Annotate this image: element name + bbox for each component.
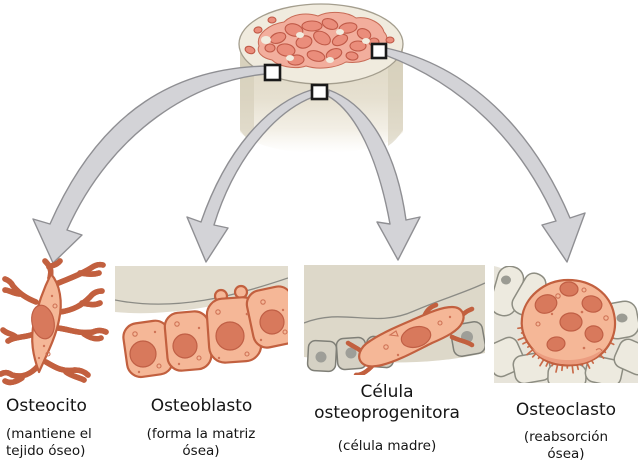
celula-osteoprogenitora-illustration <box>304 265 485 375</box>
osteoblast-cells <box>122 284 288 379</box>
arrow-to-osteoblasto <box>186 89 314 263</box>
marrow-spaces <box>261 29 370 63</box>
cell-lobe <box>233 284 249 300</box>
osteoclast-shading <box>532 348 604 365</box>
osteoblast-speckles <box>132 299 288 374</box>
marker-square-left <box>263 63 282 82</box>
osteoclasto-illustration <box>494 266 638 383</box>
osteocyte-nucleus <box>31 304 55 340</box>
osteocyte-speckles <box>37 294 58 360</box>
osteoprogenitor-speckles <box>383 315 452 357</box>
desc-osteocito: (mantiene el tejido óseo) <box>6 426 92 459</box>
bone-overview-and-arrows <box>32 3 586 264</box>
label-osteoblasto: Osteoblasto <box>150 396 253 416</box>
desc-osteoblasto: (forma la matriz ósea) <box>146 426 256 459</box>
desc-osteoclasto: (reabsorción ósea) <box>523 429 609 462</box>
marker-square-bottom <box>310 83 329 101</box>
osteoclast-nuclei <box>534 281 604 352</box>
osteoblasto-illustration <box>115 266 288 379</box>
osteoclast-speckles <box>535 287 609 352</box>
matrix-boundary-line <box>304 282 485 324</box>
desc-celula-osteoprogenitora: (célula madre) <box>337 438 437 454</box>
label-osteocito: Osteocito <box>6 396 87 416</box>
bone-spicules <box>494 266 638 383</box>
osteoblast-nucleus <box>215 321 245 351</box>
osteoprogenitor-nucleus <box>400 325 432 349</box>
matrix-boundary-line <box>115 277 288 305</box>
marker-square-right <box>370 42 388 60</box>
arrow-to-celula-osteoprogenitora <box>327 89 421 261</box>
arrow-to-osteoclasto <box>384 47 586 263</box>
osteoblast-nucleus <box>259 309 285 335</box>
osteocito-illustration <box>0 258 109 398</box>
osteoblast-nucleus <box>129 340 157 368</box>
bone-matrix <box>115 266 288 314</box>
label-celula-osteoprogenitora: Célula osteoprogenitora <box>314 382 460 423</box>
osteoblast-nucleus <box>172 333 198 359</box>
label-osteoclasto: Osteoclasto <box>515 400 617 420</box>
spongy-bone <box>244 11 395 69</box>
